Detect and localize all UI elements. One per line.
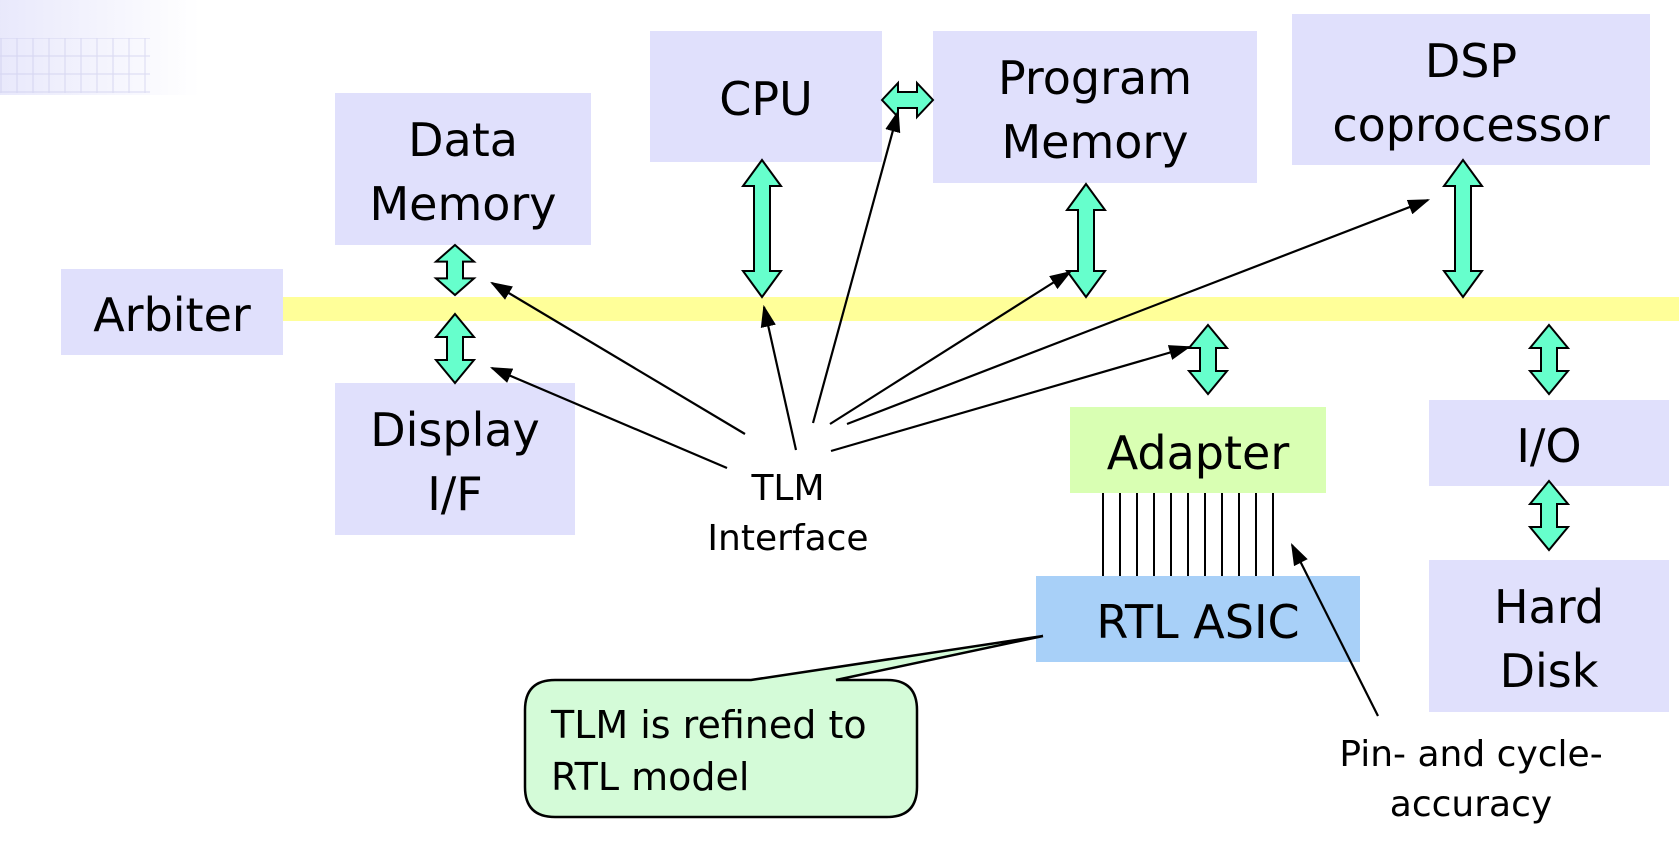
adapter-bus-arrow-icon xyxy=(1186,323,1230,396)
dsp-label-1: DSP xyxy=(1425,34,1517,88)
dsp-label-2: coprocessor xyxy=(1332,98,1609,152)
program-memory-label-2: Memory xyxy=(1001,115,1188,169)
display-if-box[interactable]: Display I/F xyxy=(335,383,575,535)
rtl-asic-label: RTL ASIC xyxy=(1096,595,1299,649)
data-memory-label-2: Memory xyxy=(369,177,556,231)
cpu-label: CPU xyxy=(719,72,813,126)
data-memory-label-1: Data xyxy=(408,113,518,167)
cpu-bus-arrow-icon xyxy=(741,158,783,299)
display-if-label-2: I/F xyxy=(427,467,483,521)
adapter-pins xyxy=(1102,493,1274,576)
pin-accuracy-label-2: accuracy xyxy=(1390,784,1552,825)
adapter-box[interactable]: Adapter xyxy=(1070,407,1326,493)
io-bus-arrow-icon xyxy=(1527,323,1571,396)
io-hard-disk-arrow-icon xyxy=(1527,479,1571,552)
callout-bubble: TLM is refined to RTL model xyxy=(523,634,1044,819)
tlm-pointer-arrows xyxy=(489,109,1431,717)
adapter-label: Adapter xyxy=(1107,426,1290,480)
cpu-box[interactable]: CPU xyxy=(650,31,882,162)
hard-disk-label-1: Hard xyxy=(1494,580,1604,634)
data-memory-bus-arrow-icon xyxy=(433,243,477,297)
hard-disk-box[interactable]: Hard Disk xyxy=(1429,560,1669,712)
program-memory-label-1: Program xyxy=(998,51,1192,105)
callout-text-1: TLM is refined to xyxy=(550,703,867,747)
logo-pattern xyxy=(0,38,150,93)
faded-logo xyxy=(0,0,200,95)
system-bus xyxy=(282,297,1679,321)
tlm-arrow-dsp xyxy=(846,198,1431,426)
pin-accuracy-label-1: Pin- and cycle- xyxy=(1339,734,1602,775)
tlm-interface-label-2: Interface xyxy=(707,518,868,559)
tlm-arrow-cpu-program-link xyxy=(811,109,901,424)
arbiter-label: Arbiter xyxy=(93,288,251,342)
pin-accuracy-arrow xyxy=(1291,543,1379,717)
display-if-bus-arrow-icon xyxy=(433,312,477,385)
display-if-label-1: Display xyxy=(370,403,540,457)
tlm-arrow-display-if xyxy=(489,366,728,470)
callout-text-2: RTL model xyxy=(551,755,749,799)
arbiter-box[interactable]: Arbiter xyxy=(61,269,283,355)
dsp-bus-arrow-icon xyxy=(1442,158,1484,299)
tlm-arrow-bus xyxy=(760,304,798,451)
io-label: I/O xyxy=(1516,419,1581,473)
program-memory-bus-arrow-icon xyxy=(1065,182,1107,299)
rtl-asic-box[interactable]: RTL ASIC xyxy=(1036,576,1360,662)
hard-disk-label-2: Disk xyxy=(1500,644,1599,698)
cpu-program-memory-arrow-icon xyxy=(880,80,935,120)
tlm-arrow-data-memory xyxy=(490,281,746,435)
program-memory-box[interactable]: Program Memory xyxy=(933,31,1257,183)
data-memory-box[interactable]: Data Memory xyxy=(335,93,591,245)
io-box[interactable]: I/O xyxy=(1429,400,1669,486)
tlm-arrow-program-memory xyxy=(829,270,1072,425)
tlm-arrow-adapter xyxy=(830,345,1192,453)
tlm-interface-label-1: TLM xyxy=(750,468,824,509)
bidirectional-connections xyxy=(433,80,1571,552)
dsp-coprocessor-box[interactable]: DSP coprocessor xyxy=(1292,14,1650,165)
